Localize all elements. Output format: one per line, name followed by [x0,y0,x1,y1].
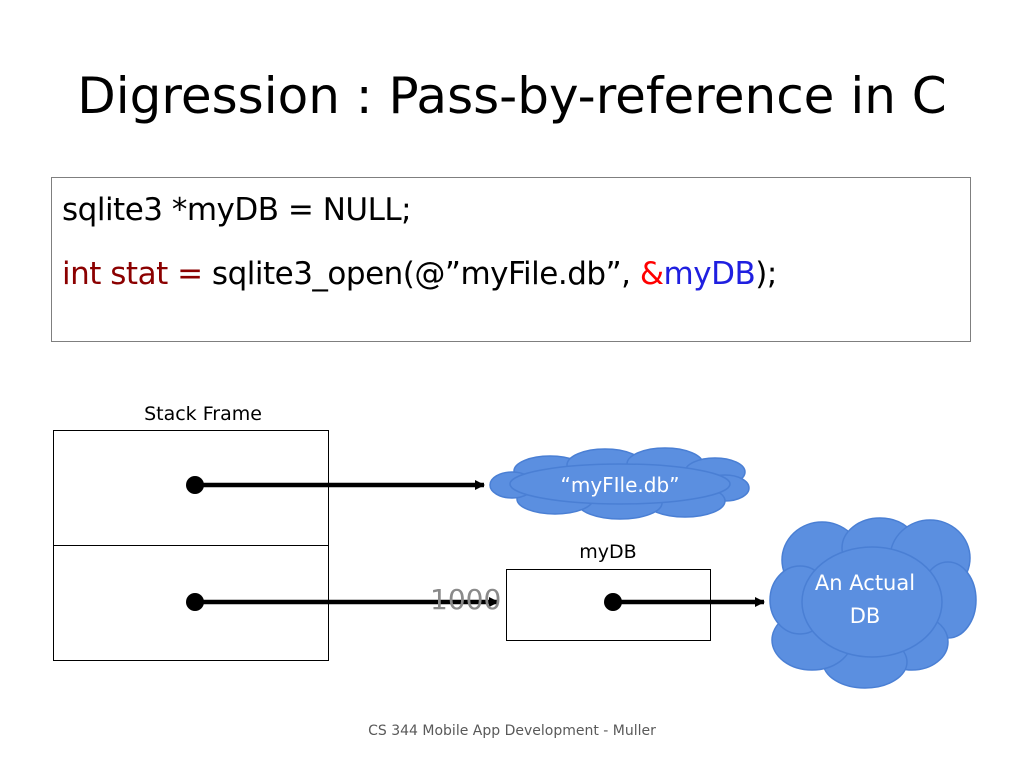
code-call: sqlite3_open(@”myFile.db”, [202,256,640,292]
code-variable: myDB [663,256,756,292]
cloud-db-label-line1: An Actual [814,571,916,595]
stack-frame-label: Stack Frame [144,403,262,425]
code-box: sqlite3 *myDB = NULL; int stat = sqlite3… [51,177,971,342]
code-ampersand: & [639,256,664,292]
cloud-db-label: An Actual DB [785,567,945,633]
code-keyword: int stat = [62,256,203,292]
mydb-label: myDB [579,541,637,563]
code-line-open-call: int stat = sqlite3_open(@”myFile.db”, &m… [62,256,777,292]
address-label: 1000 [430,583,502,616]
arrow-to-actual-db [604,593,765,611]
cloud-db-label-line2: DB [849,604,881,628]
cloud-file-label: “myFIle.db” [560,473,680,497]
slide-title: Digression : Pass-by-reference in C [77,67,947,125]
code-line-declaration: sqlite3 *myDB = NULL; [62,192,412,228]
slide-footer: CS 344 Mobile App Development - Muller [368,723,656,739]
cloud-file [489,447,750,520]
code-close: ); [755,256,777,292]
arrow-to-mydb [186,593,499,611]
arrow-to-filename [186,476,485,494]
cloud-db [769,517,977,689]
